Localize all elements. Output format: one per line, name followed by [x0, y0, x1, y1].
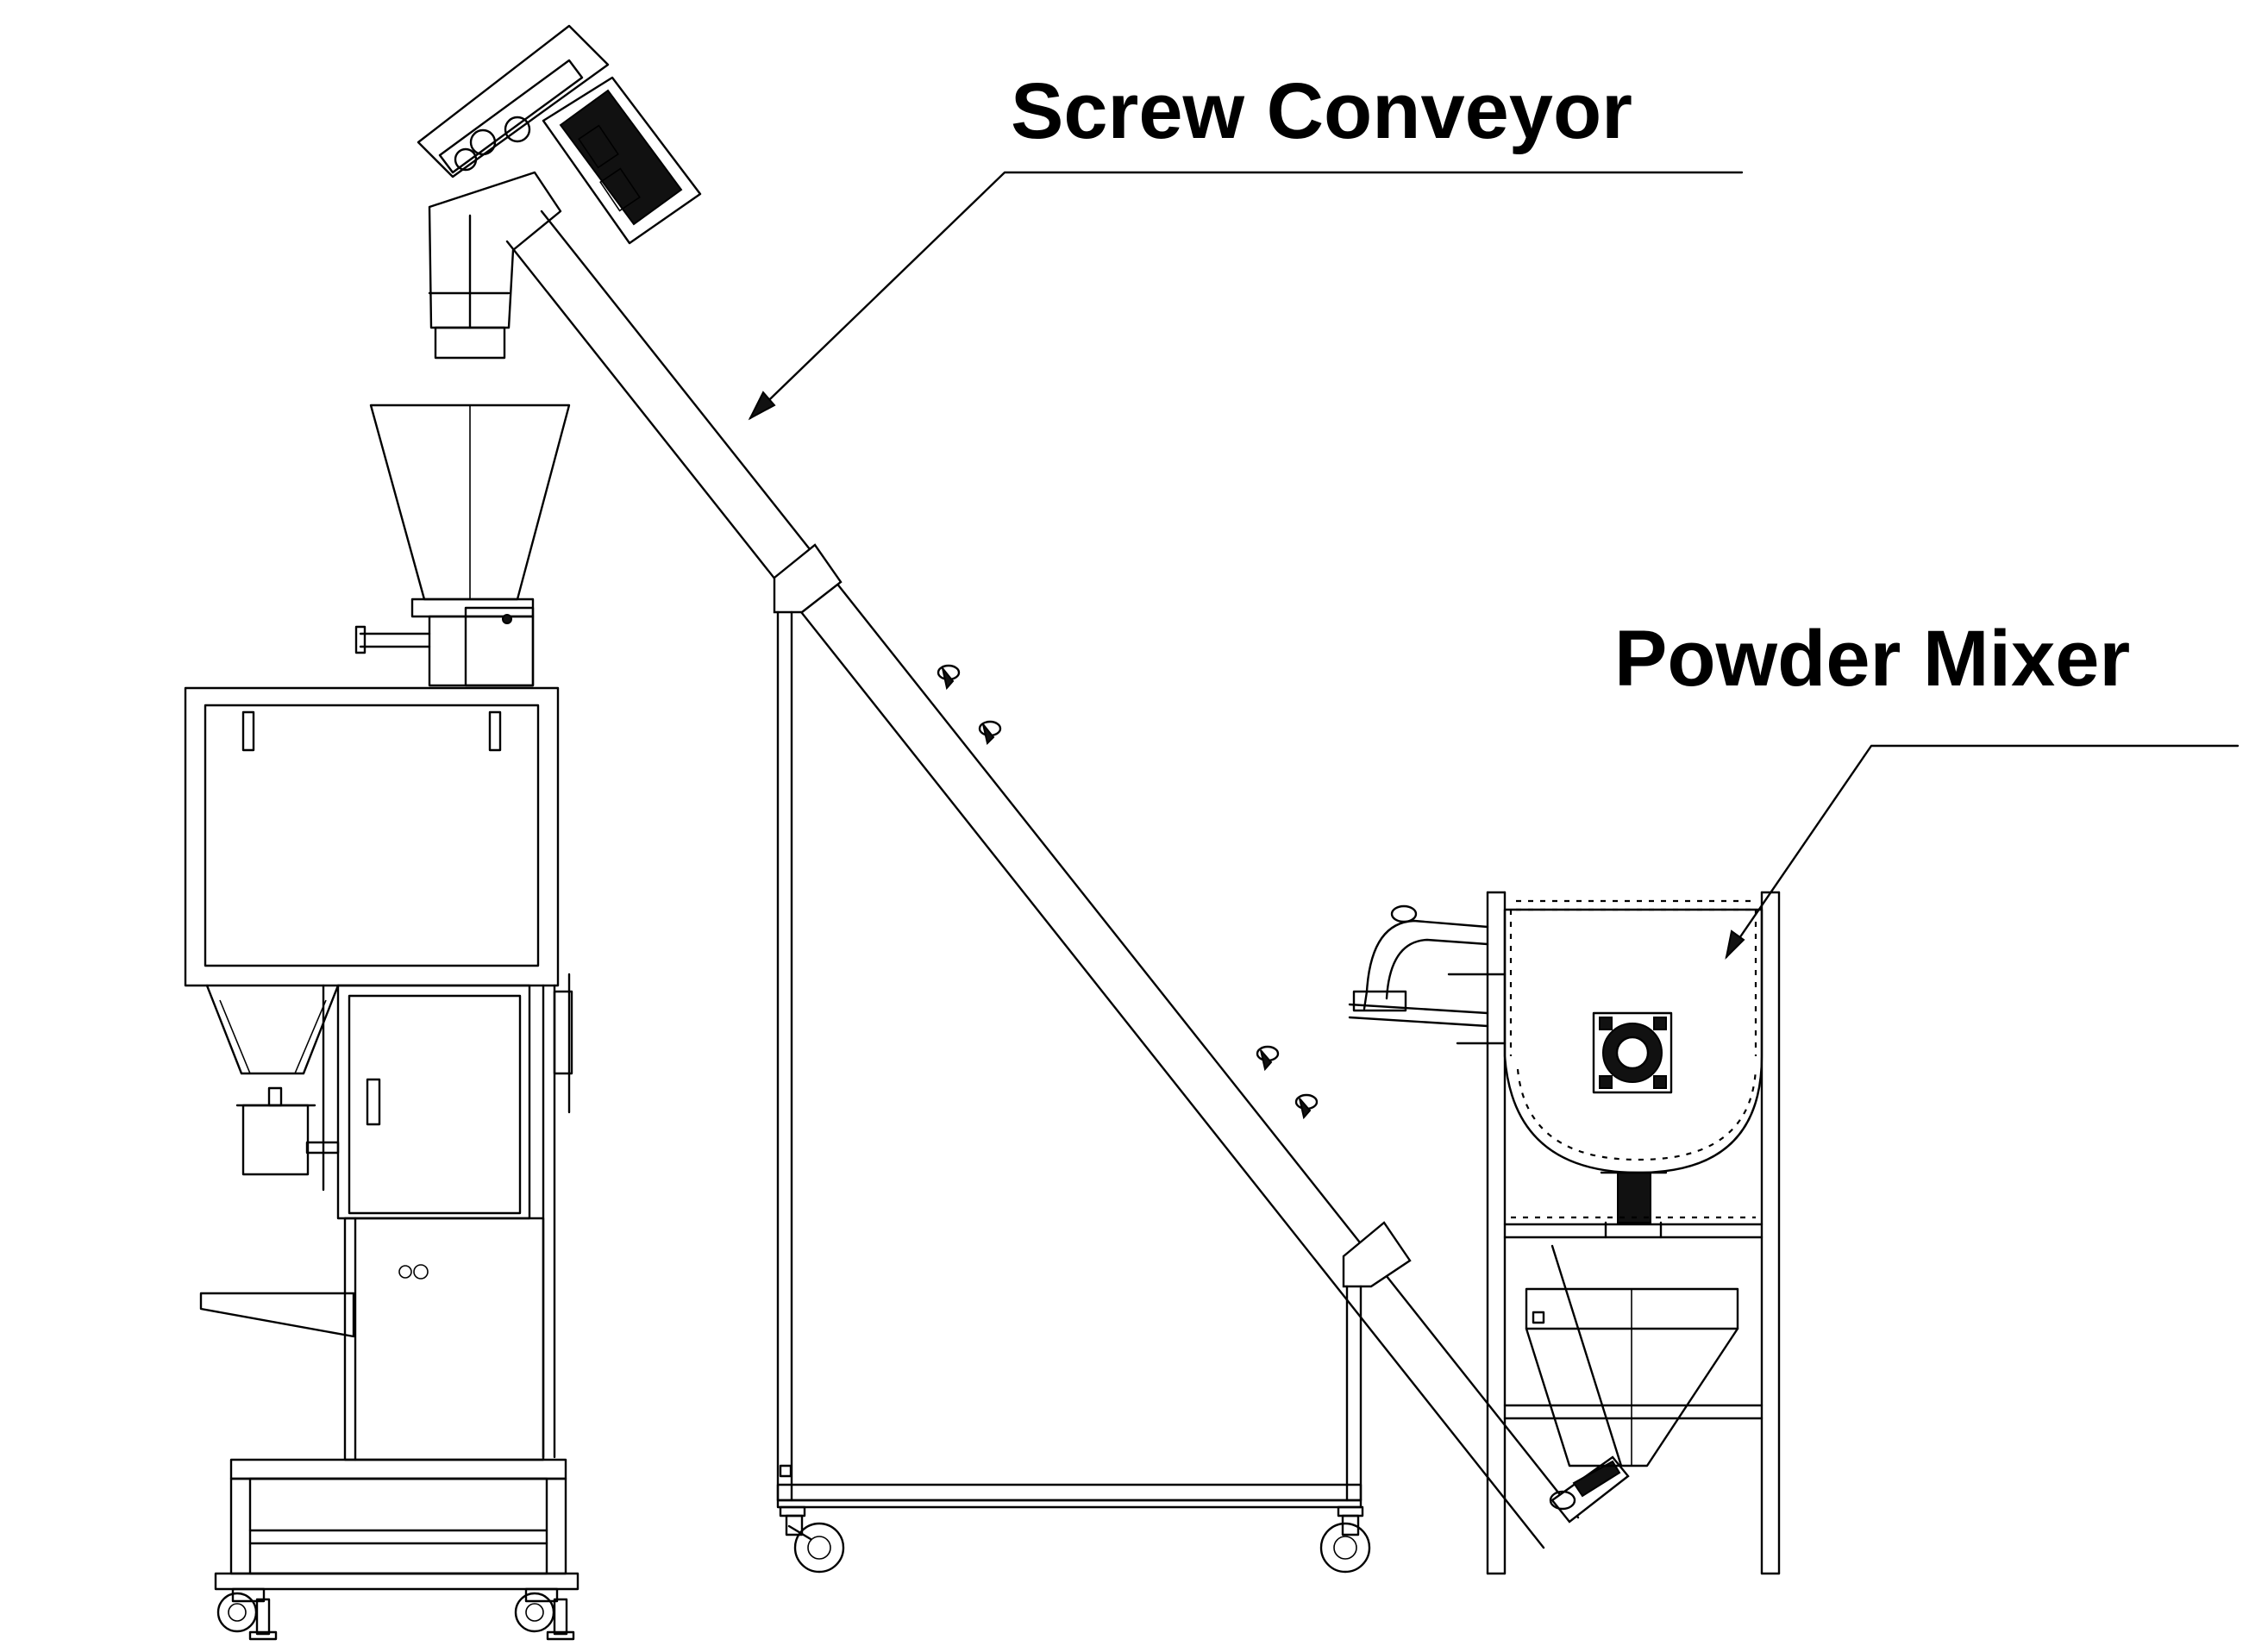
powder-mixer-arrowhead	[1725, 929, 1745, 961]
filling-machine-side-shelf	[199, 1292, 355, 1338]
screw-conveyor-support-saddle-lower	[1342, 1221, 1412, 1288]
screw-conveyor-clip-1	[937, 664, 1002, 745]
powder-mixer-lower-hopper	[1525, 1244, 1739, 1467]
screw-conveyor-tube-bottom	[505, 240, 1545, 1549]
powder-mixer	[1348, 891, 1781, 1575]
screw-conveyor-clip-2	[1256, 1045, 1319, 1120]
screw-conveyor-support-stand	[776, 610, 1363, 1509]
screw-conveyor-caster-left	[779, 1505, 845, 1574]
filling-machine-caster-right	[514, 1587, 575, 1641]
screw-conveyor-leader-line	[749, 171, 1744, 420]
powder-mixer-callout: Powder Mixer	[1614, 615, 2240, 961]
powder-mixer-side-inlet	[1348, 904, 1507, 1045]
screw-conveyor-discharge-spout	[428, 171, 562, 329]
powder-mixer-label: Powder Mixer	[1614, 615, 2130, 703]
screw-conveyor-support-saddle-upper	[773, 543, 843, 614]
screw-conveyor-tube-top	[540, 210, 1580, 1519]
powder-mixer-leader-line	[1725, 744, 2240, 959]
screw-conveyor-arrowhead	[748, 391, 776, 421]
powder-mixer-discharge-valve	[1600, 1171, 1668, 1239]
filling-machine-base-frame	[229, 1458, 567, 1480]
filling-machine-caster-left	[216, 1587, 278, 1641]
screw-conveyor	[417, 24, 1630, 1574]
powder-mixer-gear-motor	[1592, 1011, 1673, 1094]
filling-machine-upper-cabinet	[184, 686, 560, 987]
screw-conveyor-callout: Screw Conveyor	[748, 67, 1744, 421]
filling-machine-lower-body	[343, 1217, 545, 1461]
screw-conveyor-caster-right	[1319, 1505, 1371, 1574]
screw-conveyor-label: Screw Conveyor	[1011, 67, 1632, 155]
filling-machine	[184, 404, 579, 1641]
screw-conveyor-motor	[542, 76, 702, 245]
screw-conveyor-top-bracket	[417, 24, 610, 178]
